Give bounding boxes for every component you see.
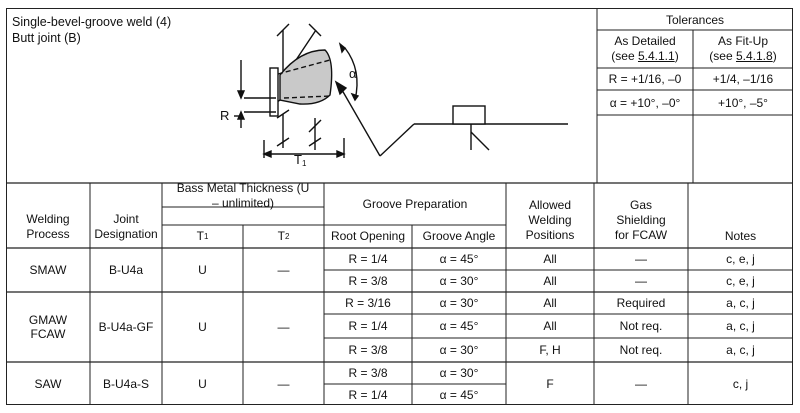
alpha-label: α: [349, 66, 357, 81]
position-cell: All: [543, 319, 557, 333]
t1-value: U: [198, 263, 207, 277]
joint-b-u4a: B-U4a: [108, 263, 143, 277]
as-detailed-ref-link[interactable]: 5.4.1.1: [637, 49, 675, 63]
tol-alpha-fitup: +10°, –5°: [718, 95, 768, 110]
t1-value: U: [198, 376, 207, 391]
position-cell: All: [543, 252, 557, 266]
document-frame: [6, 8, 793, 405]
joint-type-title: Butt joint (B): [12, 31, 81, 45]
weld-title: Single-bevel-groove weld (4) Butt joint …: [12, 14, 171, 46]
notes-header: Notes: [724, 229, 757, 243]
notes-cell: a, c, j: [726, 343, 755, 357]
process-smaw: SMAW: [29, 263, 67, 277]
groove-angle-cell: α = 30°: [439, 296, 479, 310]
groove-angle-cell: α = 30°: [439, 366, 479, 380]
root-opening-cell: R = 3/8: [348, 274, 388, 288]
t2-value: —: [277, 320, 290, 334]
gas-cell: Not req.: [619, 319, 663, 333]
t1-label: T1: [294, 152, 307, 168]
gas-cell: Required: [616, 296, 666, 310]
gas-cell: —: [635, 274, 647, 288]
groove-angle-header: Groove Angle: [422, 229, 496, 243]
groove-angle-cell: α = 45°: [439, 319, 479, 333]
notes-cell: a, c, j: [726, 296, 755, 310]
t2-value: —: [277, 263, 290, 277]
weld-joint-figure: [234, 23, 568, 159]
position-cell: All: [543, 274, 557, 288]
r-label: R: [220, 108, 230, 123]
groove-angle-cell: α = 45°: [439, 252, 479, 266]
root-opening-cell: R = 3/8: [348, 343, 388, 357]
as-fitup-header: As Fit-Up (see 5.4.1.8): [709, 34, 777, 63]
notes-cell: a, c, j: [726, 319, 755, 333]
groove-angle-cell: α = 30°: [439, 274, 479, 288]
t1-value: U: [198, 320, 207, 334]
joint-b-u4a-gf: B-U4a-GF: [98, 320, 154, 334]
root-opening-cell: R = 1/4: [348, 387, 388, 402]
weld-type-title: Single-bevel-groove weld (4): [12, 15, 172, 29]
tolerances-heading: Tolerances: [665, 12, 725, 27]
gas-cell: Not req.: [619, 343, 663, 357]
groove-preparation-header: Groove Preparation: [362, 196, 468, 211]
notes-cell: c, e, j: [726, 252, 755, 266]
position-cell: F, H: [539, 343, 561, 357]
base-metal-thickness-header: Bass Metal Thickness (U– unlimited): [176, 181, 310, 210]
t2-value: —: [277, 376, 290, 391]
root-opening-cell: R = 3/16: [345, 296, 391, 310]
gas-cell: —: [635, 252, 647, 266]
as-detailed-header: As Detailed (see 5.4.1.1): [611, 34, 679, 63]
groove-angle-cell: α = 30°: [439, 343, 479, 357]
as-fitup-ref-link[interactable]: 5.4.1.8: [735, 49, 773, 63]
tol-r-fitup: +1/4, –1/16: [712, 72, 774, 86]
notes-cell: c, j: [732, 376, 749, 391]
joint-b-u4a-s: B-U4a-S: [102, 376, 149, 391]
position-cell: F: [546, 376, 554, 391]
root-opening-cell: R = 3/8: [348, 366, 388, 380]
root-opening-cell: R = 1/4: [348, 319, 388, 333]
notes-cell: c, e, j: [726, 274, 755, 288]
process-saw: SAW: [34, 376, 62, 391]
root-opening-cell: R = 1/4: [348, 252, 388, 266]
position-cell: All: [543, 296, 557, 310]
groove-angle-cell: α = 45°: [439, 387, 479, 402]
root-opening-header: Root Opening: [330, 229, 406, 243]
gas-cell: —: [635, 376, 647, 391]
tol-alpha-detailed: α = +10°, –0°: [609, 95, 681, 110]
tol-r-detailed: R = +1/16, –0: [608, 72, 682, 86]
